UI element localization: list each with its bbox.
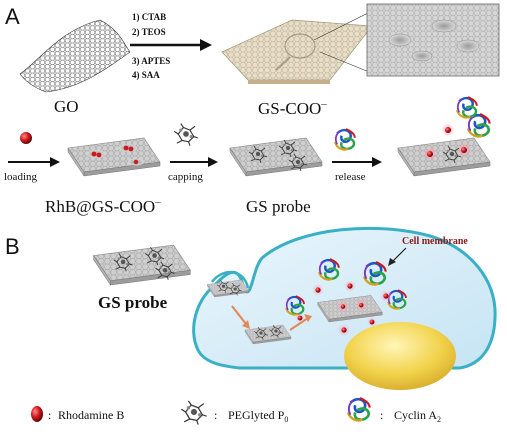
- peg-polymer-icon: [173, 122, 199, 147]
- gs-probe-label-b: GS probe: [98, 293, 168, 312]
- zoom-line: [319, 51, 375, 75]
- zoom-inset: [366, 3, 500, 77]
- nucleus: [344, 322, 456, 390]
- capping-arrow-head: [208, 157, 218, 167]
- gs-coo-text: GS-COO: [258, 99, 321, 118]
- release-label: release: [335, 171, 366, 183]
- go-sheet: [19, 19, 131, 93]
- gs-probe-slab-b: [93, 244, 191, 286]
- rhb-gs-coo-text: RhB@GS-COO: [45, 197, 155, 216]
- step-ctab: 1) CTAB: [132, 12, 166, 22]
- rhodamine-sphere: [20, 132, 32, 144]
- panel-label-a: A: [5, 4, 20, 29]
- rhb-gs-coo-slab: [67, 137, 161, 177]
- cyclin-protein-icon: [333, 127, 357, 151]
- synthesis-arrow-head: [200, 39, 212, 51]
- traffic-arrow-head: [242, 320, 250, 329]
- legend-sub-peg: 0: [284, 415, 288, 424]
- gs-coo-charge: –: [320, 98, 327, 110]
- legend-item-rhodamine: : Rhodamine B: [31, 406, 124, 422]
- cytosol-release-slab: [317, 295, 383, 323]
- go-label: GO: [54, 97, 79, 116]
- svg-text:Cyclin A2: Cyclin A2: [394, 408, 441, 424]
- rhb-gs-coo-charge: –: [154, 196, 161, 208]
- loading-label: loading: [4, 171, 37, 183]
- panel-label-b: B: [5, 234, 20, 259]
- release-arrow-head: [372, 157, 382, 167]
- gs-probe-slab: [229, 137, 323, 177]
- synthesis-steps: 1) CTAB 2) TEOS 3) APTES 4) SAA: [130, 12, 212, 80]
- traffic-arrow: [289, 317, 309, 331]
- protein-ribbon-icon: [346, 396, 371, 422]
- legend-text-peg: PEGlyted P: [228, 408, 285, 422]
- legend-text-rhodamine: Rhodamine B: [58, 408, 124, 422]
- membrane-pointer-head: [388, 258, 396, 266]
- red-sphere-icon: [31, 406, 43, 422]
- rhb-gs-coo-label: RhB@GS-COO–: [45, 196, 161, 216]
- capping-label: capping: [168, 171, 203, 183]
- svg-text:RhB@GS-COO–: RhB@GS-COO–: [45, 196, 161, 216]
- gs-coo-sheet: [221, 19, 373, 84]
- loading-arrow-head: [50, 157, 60, 167]
- magnifier-lens: [284, 33, 316, 59]
- legend-sep: :: [380, 408, 383, 422]
- legend: : Rhodamine B : PEGlyted P0 : Cyclin A2: [31, 396, 441, 426]
- polymer-cluster-icon: [180, 400, 208, 426]
- traffic-arrow-head: [304, 314, 312, 322]
- released-slab: [397, 95, 491, 177]
- legend-sep: :: [214, 408, 217, 422]
- legend-item-cyclin: : Cyclin A2: [346, 396, 441, 424]
- svg-text:PEGlyted P0: PEGlyted P0: [228, 408, 288, 424]
- legend-sep: :: [48, 408, 51, 422]
- membrane-pointer: [391, 247, 407, 263]
- step-aptes: 3) APTES: [132, 56, 170, 66]
- gs-coo-label: GS-COO–: [258, 98, 327, 118]
- cell-membrane-label: Cell membrane: [402, 236, 468, 247]
- legend-text-cyclin: Cyclin A: [394, 408, 437, 422]
- free-dye: [295, 280, 392, 336]
- traffic-arrow: [231, 305, 247, 325]
- svg-text:GS-COO–: GS-COO–: [258, 98, 327, 118]
- legend-item-peg: : PEGlyted P0: [180, 400, 288, 426]
- step-saa: 4) SAA: [132, 70, 160, 80]
- magnifier-handle: [275, 56, 291, 71]
- step-teos: 2) TEOS: [132, 27, 166, 37]
- gs-probe-label-a: GS probe: [246, 197, 311, 216]
- legend-sub-cyclin: 2: [437, 415, 441, 424]
